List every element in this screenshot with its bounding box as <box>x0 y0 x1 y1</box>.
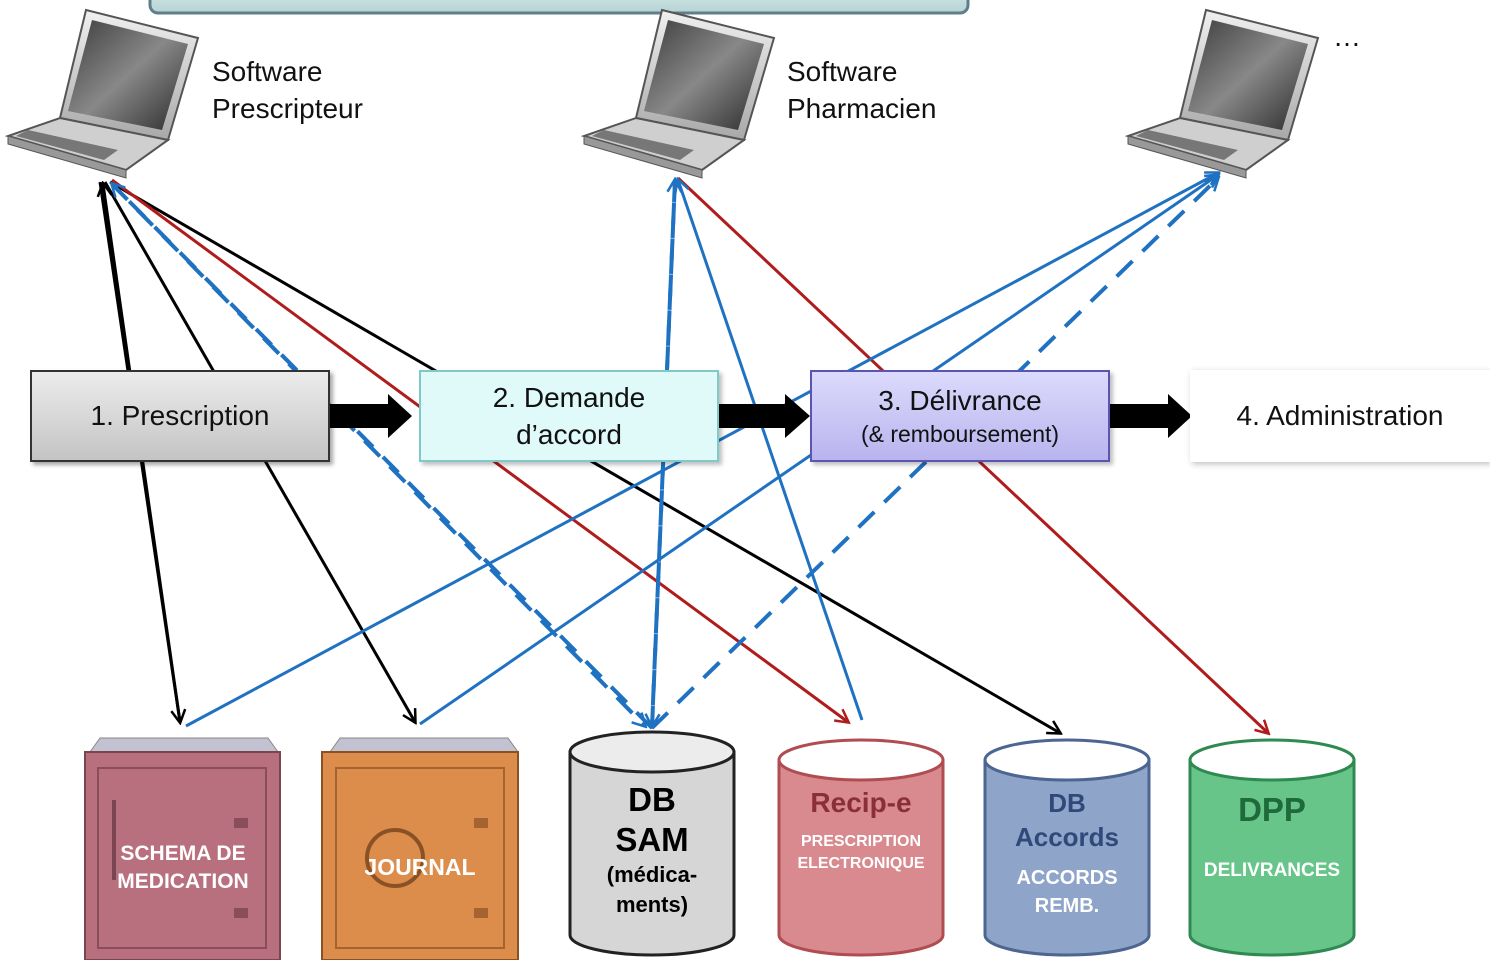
laptop-icon-prescripteur <box>4 8 200 179</box>
db-accords-title1: DB <box>1048 788 1086 818</box>
db-dpp-label: DPP DELIVRANCES <box>1190 790 1354 884</box>
laptop-label-pharmacien-line2: Pharmacien <box>787 93 937 124</box>
db-recipe-title: Recip-e <box>810 787 912 818</box>
db-cylinder-dpp <box>1188 738 1356 957</box>
safe-label-schema-line1: SCHEMA DE <box>120 842 246 865</box>
db-recipe-sub1: PRESCRIPTION <box>800 833 921 850</box>
safe-label-journal-line1: JOURNAL <box>364 854 476 880</box>
laptop-label-other: … <box>1333 18 1361 55</box>
laptop-label-prescripteur-line1: Software <box>212 56 323 87</box>
db-sam-title1: DB <box>628 781 676 818</box>
laptop-label-other-line1: … <box>1333 21 1361 52</box>
db-recipe-sub2: ELECTRONIQUE <box>797 855 925 872</box>
db-sam-sub1: (médica- <box>606 862 698 887</box>
step-delivrance-label-line1: 3. Délivrance <box>878 385 1042 416</box>
step-demande-label-line2: d’accord <box>516 419 622 450</box>
db-accords-sub2: REMB. <box>1034 895 1100 917</box>
step-delivrance-label-line2: (& remboursement) <box>860 421 1060 447</box>
laptop-label-prescripteur: Software Prescripteur <box>212 53 363 127</box>
safe-label-schema-line2: MEDICATION <box>117 870 249 893</box>
step-delivrance: 3. Délivrance (& remboursement) <box>810 370 1110 462</box>
laptop-label-pharmacien-line1: Software <box>787 56 898 87</box>
step-prescription: 1. Prescription <box>30 370 330 462</box>
safe-label-schema: SCHEMA DE MEDICATION <box>88 840 278 896</box>
db-dpp-title: DPP <box>1238 791 1306 828</box>
db-recipe-label: Recip-e PRESCRIPTION ELECTRONIQUE <box>779 785 943 875</box>
db-dpp-sub: DELIVRANCES <box>1203 860 1341 881</box>
process-flow-arrows <box>330 394 1192 438</box>
top-banner <box>148 0 970 15</box>
step-administration: 4. Administration <box>1190 370 1490 462</box>
db-cylinder-accords <box>983 738 1151 957</box>
db-accords-sub1: ACCORDS <box>1016 867 1118 889</box>
laptop-icon-pharmacien <box>580 8 776 179</box>
db-cylinder-recipe <box>777 738 945 957</box>
laptop-label-prescripteur-line2: Prescripteur <box>212 93 363 124</box>
safe-icon-journal <box>321 737 519 960</box>
db-accords-label: DB Accords ACCORDS REMB. <box>985 786 1149 920</box>
laptop-icon-other <box>1124 8 1320 179</box>
safe-icon-schema-medication <box>84 737 281 960</box>
db-accords-title2: Accords <box>1014 822 1120 852</box>
laptop-label-pharmacien: Software Pharmacien <box>787 53 936 127</box>
db-sam-sub2: ments) <box>615 892 689 917</box>
step-administration-label: 4. Administration <box>1236 400 1444 431</box>
step-demande-label-line1: 2. Demande <box>492 382 646 413</box>
db-sam-title2: SAM <box>615 821 689 858</box>
db-sam-label: DB SAM (médica- ments) <box>570 780 734 920</box>
db-cylinder-sam <box>568 730 736 957</box>
safe-label-journal: JOURNAL <box>322 853 518 881</box>
step-prescription-label: 1. Prescription <box>90 400 270 431</box>
step-demande-accord: 2. Demande d’accord <box>419 370 719 462</box>
